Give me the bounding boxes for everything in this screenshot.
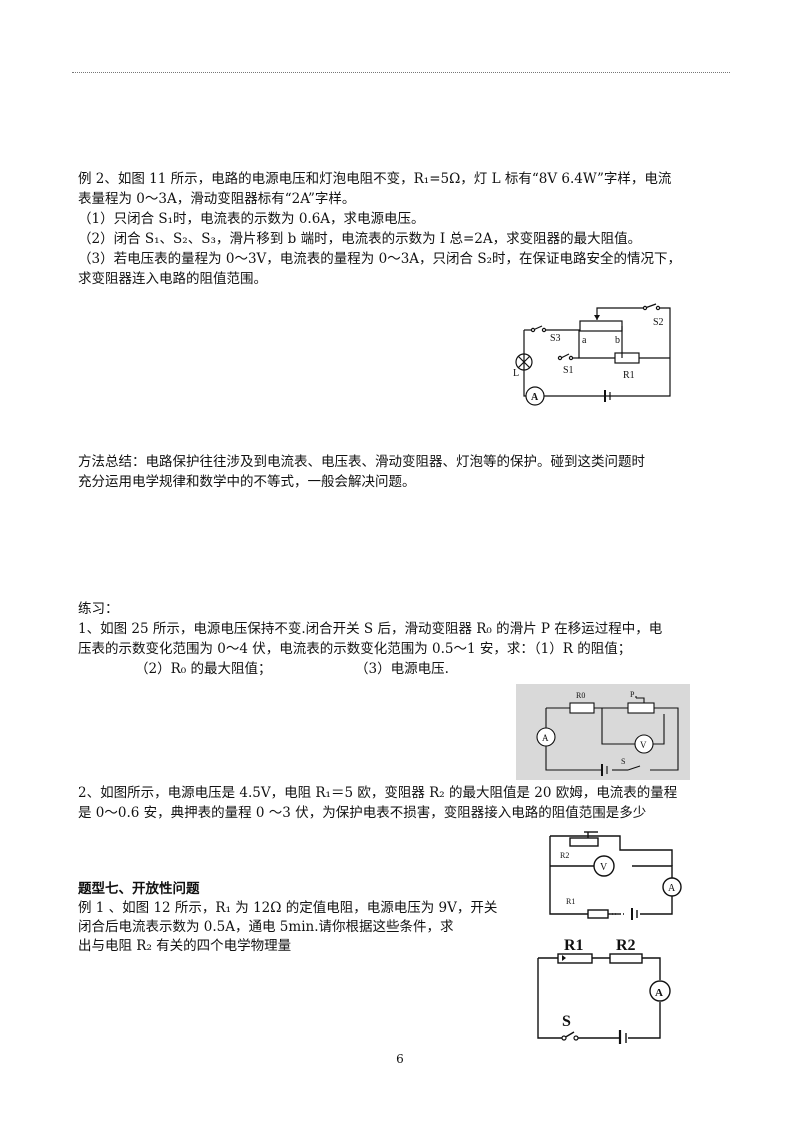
ammeter-label: A	[655, 987, 663, 999]
label-s: S	[562, 1013, 571, 1030]
r1-resistor	[587, 909, 609, 919]
label-r2: R2	[560, 851, 569, 860]
r2-resistor	[569, 837, 599, 847]
voltmeter-label: V	[640, 740, 647, 750]
exercise-q1-line1: 1、如图 25 所示，电源电压保持不变.闭合开关 S 后，滑动变阻器 R₀ 的滑…	[78, 621, 663, 637]
exercise-q2-line2: 是 0～0.6 安，典押表的量程 0 ～3 伏，为保护电表不损害，变阻器接入电路…	[78, 805, 647, 821]
section7-heading: 题型七、开放性问题	[78, 881, 200, 897]
example2-line5: （3）若电压表的量程为 0～3V，电流表的量程为 0～3A，只闭合 S₂时，在保…	[78, 251, 681, 267]
r1-resistor	[557, 953, 593, 964]
example2-line2: 表量程为 0～3A，滑动变阻器标有“2A”字样。	[78, 191, 356, 207]
label-s1: S1	[563, 365, 574, 376]
ammeter-symbol	[525, 386, 545, 406]
circuit-figure-12: R1 R2 S A	[528, 934, 688, 1044]
label-a: a	[582, 335, 587, 346]
example2-line6: 求变阻器连入电路的阻值范围。	[78, 271, 267, 287]
exercise-q1-line3: （2）R₀ 的最大阻值；	[135, 661, 272, 677]
exercise-heading: 练习：	[78, 601, 119, 617]
label-r0: R0	[576, 691, 585, 700]
exercise-q1-line3b: （3）电源电压.	[355, 661, 449, 677]
rheostat-p	[627, 702, 655, 714]
r0-resistor	[569, 702, 595, 714]
exercise-q2-line1: 2、如图所示，电源电压是 4.5V，电阻 R₁＝5 欧，变阻器 R₂ 的最大阻值…	[78, 785, 678, 801]
ammeter-symbol	[649, 980, 671, 1002]
label-s: S	[621, 757, 625, 766]
page-number: 6	[396, 1052, 404, 1066]
label-r1: R1	[564, 937, 584, 954]
ammeter-symbol	[662, 877, 682, 897]
r1-resistor	[614, 352, 640, 364]
method-line2: 充分运用电学规律和数学中的不等式，一般会解决问题。	[78, 474, 416, 490]
example2-line3: （1）只闭合 S₁时，电流表的示数为 0.6A，求电源电压。	[78, 211, 425, 227]
voltmeter-symbol	[593, 855, 615, 877]
label-r1: R1	[566, 897, 575, 906]
rheostat-resistor	[579, 320, 623, 332]
label-s3: S3	[550, 333, 561, 344]
example2-line1: 例 2、如图 11 所示，电路的电源电压和灯泡电阻不变，R₁=5Ω，灯 L 标有…	[78, 171, 672, 187]
ammeter-label: A	[531, 392, 539, 403]
circuit-figure-11: S2 S3 a b L S1 R1 A	[505, 298, 690, 410]
label-lamp: L	[513, 368, 519, 379]
header-rule	[72, 72, 730, 73]
section7-line3: 出与电阻 R₂ 有关的四个电学物理量	[78, 938, 292, 954]
section7-line2: 闭合后电流表示数为 0.5A，通电 5min.请你根据这些条件，求	[78, 919, 454, 935]
voltmeter-symbol	[634, 734, 654, 754]
label-s2: S2	[653, 317, 664, 328]
exercise-q1-line2: 压表的示数变化范围为 0～4 伏，电流表的示数变化范围为 0.5～1 安，求：（…	[78, 641, 632, 657]
label-b: b	[615, 335, 620, 346]
circuit-r2-voltmeter: R2 R1 V A	[540, 826, 688, 920]
voltmeter-label: V	[600, 862, 608, 873]
example2-line4: （2）闭合 S₁、S₂、S₃，滑片移到 b 端时，电流表的示数为 I 总=2A，…	[78, 231, 642, 247]
ammeter-symbol	[536, 727, 556, 747]
circuit-figure-25: R0 P S A V	[516, 684, 690, 780]
r2-resistor	[609, 953, 643, 964]
method-line1: 方法总结：电路保护往往涉及到电流表、电压表、滑动变阻器、灯泡等的保护。碰到这类问…	[78, 454, 645, 470]
label-r1: R1	[623, 370, 635, 381]
ammeter-label: A	[668, 883, 676, 894]
section7-line1: 例 1 、如图 12 所示，R₁ 为 12Ω 的定值电阻，电源电压为 9V，开关	[78, 900, 498, 916]
ammeter-label: A	[542, 733, 549, 743]
label-p: P	[630, 690, 635, 699]
label-r2: R2	[616, 937, 636, 954]
